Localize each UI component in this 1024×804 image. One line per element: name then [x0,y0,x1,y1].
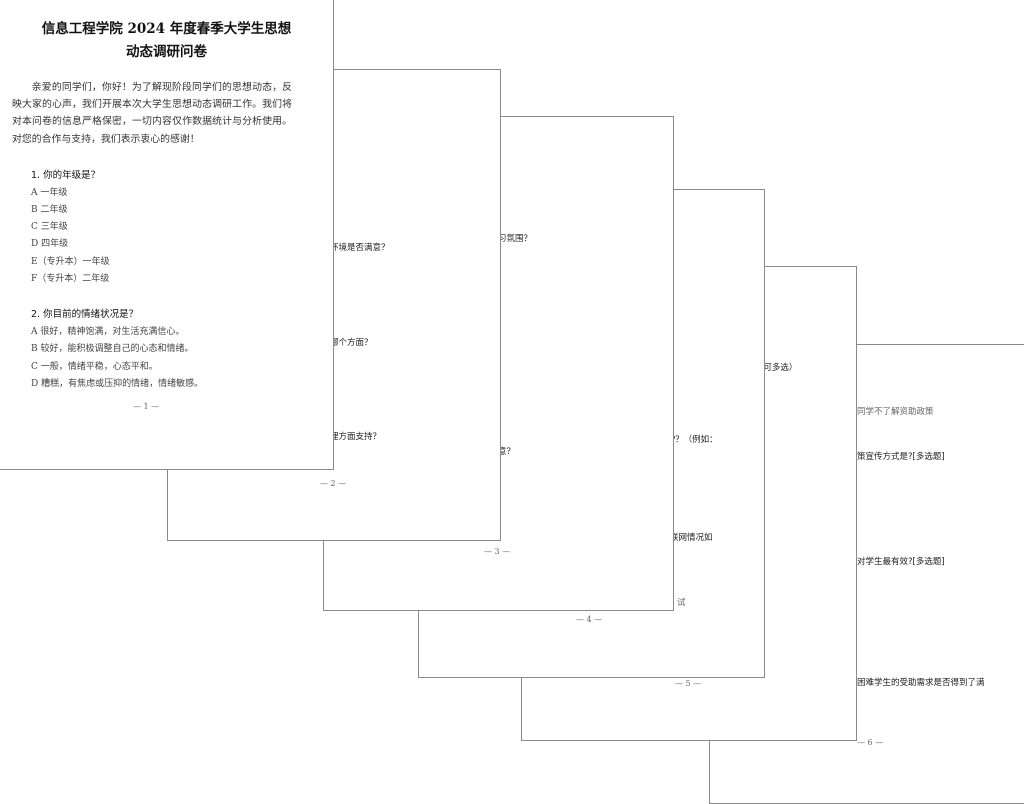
page6-question-fragment: 对学生最有效?[多选题] [857,557,945,567]
question-1-option: F（专升本）二年级 [31,274,110,284]
page6-option-fragment: 同学不了解资助政策 [857,407,934,417]
page5-footer: — 5 — [675,679,702,688]
question-1-option: C 三年级 [31,222,68,232]
survey-title-line1: 信息工程学院 2024 年度春季大学生思想 [41,21,292,37]
survey-title-line2: 动态调研问卷 [126,44,207,60]
page6-question-fragment: 策宣传方式是?[多选题] [857,452,945,462]
page1-footer: — 1 — [133,402,160,411]
question-1: 1. 你的年级是？ [31,170,101,181]
page4-footer: — 4 — [576,615,603,624]
page2-question-fragment: 理方面支持？ [330,432,382,442]
question-1-option: A 一年级 [31,188,68,198]
question-2-option: A 很好，精神饱满，对生活充满信心。 [31,327,185,337]
question-1-option: B 二年级 [31,205,68,215]
page3-question-fragment: 意？ [498,447,516,457]
page4-question-fragment: 联网情况如 [670,533,713,543]
page6-footer: — 6 — [857,738,884,747]
page2-question-fragment: 哪个方面？ [330,338,373,348]
question-2-option: C 一般，情绪平稳，心态平和。 [31,362,158,372]
page6-question-fragment: 困难学生的受助需求是否得到了满 [857,678,985,688]
question-2: 2. 你目前的情绪状况是？ [31,309,139,320]
page4-option-fragment: 试 [677,598,686,608]
question-2-option: D 糟糕，有焦虑或压抑的情绪，情绪敏感。 [31,379,204,389]
page5-question-fragment: (可多选） [760,363,798,373]
survey-intro: 亲爱的同学们，你好！为了解现阶段同学们的思想动态，反映大家的心声，我们开展本次大… [12,82,292,145]
page3-question-fragment: 习氛围？ [498,234,533,244]
question-2-option: B 较好，能积极调整自己的心态和情绪。 [31,344,194,354]
document-page-1: 信息工程学院 2024 年度春季大学生思想 动态调研问卷 亲爱的同学们，你好！为… [0,0,334,470]
page3-footer: — 3 — [484,547,511,556]
question-1-option: D 四年级 [31,239,69,249]
page4-question-fragment: P？（例如： [670,435,718,445]
page2-question-fragment: 环境是否满意？ [330,243,390,253]
question-1-option: E（专升本）一年级 [31,257,110,267]
page2-footer: — 2 — [320,479,347,488]
